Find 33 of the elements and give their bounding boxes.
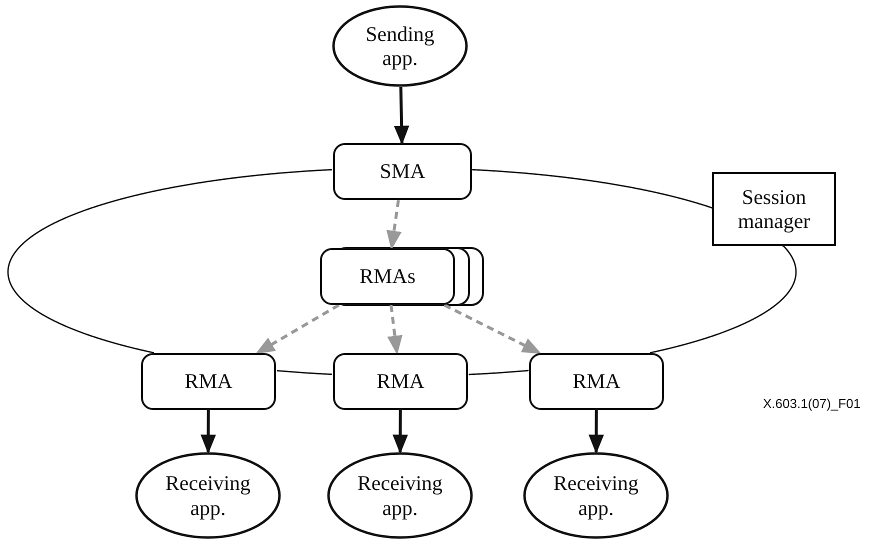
node-label: RMA	[184, 369, 232, 394]
process-box	[333, 353, 468, 410]
dashed-arrow	[255, 304, 340, 354]
node-label: Session manager	[736, 184, 812, 234]
dashed-arrow	[444, 304, 542, 354]
dashed-arrow	[386, 200, 402, 250]
session-manager-box	[712, 172, 836, 246]
arrow	[200, 410, 216, 454]
node-label: Sending app.	[364, 22, 436, 70]
arrow	[392, 410, 408, 454]
process-box	[141, 353, 276, 410]
application-ellipse	[135, 452, 281, 539]
dashed-arrow	[387, 304, 402, 355]
node-label: SMA	[380, 159, 426, 184]
application-ellipse	[332, 5, 468, 87]
arrow	[394, 86, 410, 145]
process-box	[529, 353, 664, 410]
application-ellipse	[523, 452, 669, 539]
ring-connector	[7, 168, 332, 354]
ring-connector	[472, 168, 704, 206]
node-label: Receiving app.	[356, 471, 444, 520]
stacked-process-box	[320, 248, 455, 305]
arrow	[588, 410, 604, 454]
node-label: Receiving app.	[164, 471, 252, 520]
node-label: RMA	[376, 369, 424, 394]
process-box	[333, 143, 472, 200]
application-ellipse	[327, 452, 473, 539]
node-label: RMAs	[359, 264, 416, 289]
figure-id-label: X.603.1(07)_F01	[763, 396, 861, 411]
ring-connector	[468, 370, 529, 376]
ring-connector	[276, 370, 332, 376]
node-label: RMA	[572, 369, 620, 394]
node-label: Receiving app.	[552, 471, 640, 520]
